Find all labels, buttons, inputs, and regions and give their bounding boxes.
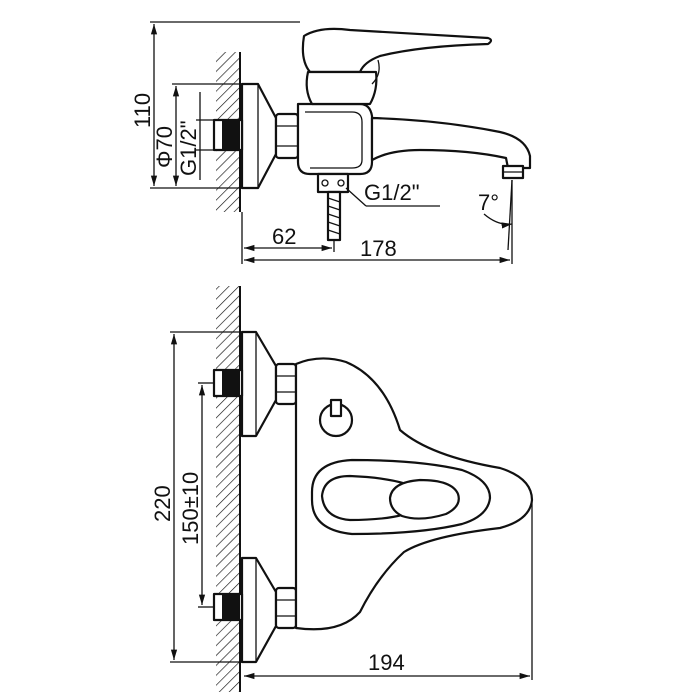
hex-nut: [274, 112, 300, 160]
dim-offset: 62: [272, 224, 296, 249]
escutcheon-lower: [240, 556, 278, 664]
dim-depth: 194: [368, 650, 405, 675]
lever-pad: [388, 478, 460, 520]
escutcheon-upper: [240, 330, 278, 438]
lever-handle: [301, 27, 493, 74]
nut-upper: [274, 362, 298, 406]
side-view: 7° 110 Φ70 G1/2" G1/2" 62 178: [130, 21, 532, 264]
dim-height: 110: [130, 93, 155, 128]
cartridge-cap: [305, 70, 378, 106]
wall-thread-fill: [222, 121, 240, 149]
dim-diameter: Φ70: [152, 126, 177, 168]
wall-hatch-bottom: [216, 286, 240, 692]
nut-lower: [274, 586, 298, 630]
dim-thread-wall: G1/2": [176, 120, 201, 176]
mixer-body: [296, 102, 374, 176]
dim-overall: 220: [150, 485, 175, 522]
dim-angle: 7°: [478, 190, 499, 215]
dim-thread-outlet: G1/2": [364, 180, 420, 205]
dim-length: 178: [360, 236, 397, 261]
escutcheon-flange: [240, 82, 278, 190]
outlet-hose: [326, 190, 342, 242]
dim-centers: 150±10: [178, 472, 203, 545]
spout: [370, 116, 532, 170]
top-view: 220 150±10 194: [150, 286, 534, 692]
